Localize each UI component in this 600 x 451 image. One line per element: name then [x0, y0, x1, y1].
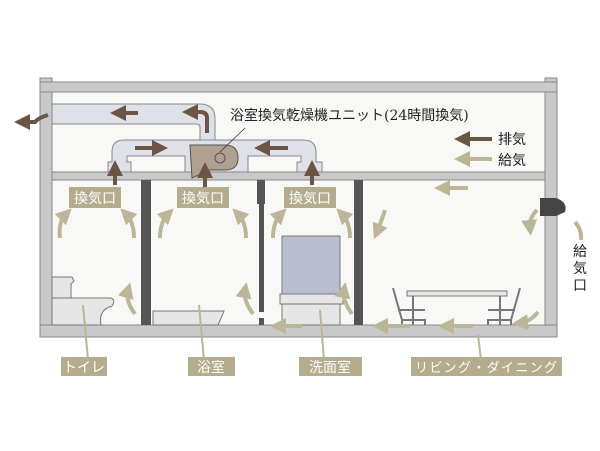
partition-wall [354, 180, 363, 325]
supply-arrow [512, 310, 540, 331]
exhaust-outlet-arrow [14, 113, 49, 130]
exhaust-arrow [182, 104, 209, 133]
room-label-washroom: 洗面室 [309, 359, 351, 376]
supply-vent-icon [540, 198, 566, 216]
partition-wall [141, 180, 151, 325]
partition-door [259, 318, 264, 325]
table-icon [406, 290, 508, 297]
svg-text:口: 口 [573, 278, 587, 294]
callout-line [219, 127, 246, 153]
room-labels: トイレ 浴室 洗面室 リビング・ダイニング [61, 357, 562, 376]
room-label-toilet: トイレ [63, 360, 105, 376]
supply-arrow [232, 208, 250, 239]
vent-label: 換気口 [182, 191, 224, 207]
room-label-living-dining: リビング・ダイニング [415, 361, 557, 376]
supply-arrow [156, 208, 174, 239]
supply-arrow [372, 209, 388, 240]
roof-slab [39, 81, 558, 93]
legend-supply-label: 給気 [498, 153, 526, 169]
supply-arrow [54, 208, 72, 239]
mirror-icon [281, 235, 341, 295]
vanity-cabinet-icon [281, 303, 341, 326]
vent-label: 換気口 [74, 191, 116, 207]
supply-arrow [573, 220, 584, 241]
partitions [141, 180, 363, 325]
supply-arrow [120, 208, 138, 239]
room-leader-lines [82, 304, 482, 361]
building-structure [39, 77, 558, 338]
supply-arrow [235, 282, 255, 316]
supply-arrow [118, 282, 137, 316]
ceiling-slab [51, 171, 546, 181]
supply-arrow [269, 208, 287, 239]
vent-labels: 換気口 換気口 換気口 [69, 187, 336, 208]
partition-wall [257, 180, 265, 204]
room-label-bathroom: 浴室 [197, 359, 225, 376]
exhaust-arrows [14, 104, 492, 188]
svg-text:給: 給 [573, 244, 587, 260]
supply-arrows [54, 151, 584, 334]
legend-exhaust-label: 排気 [498, 132, 526, 148]
partition-door [259, 204, 264, 312]
bathtub-icon [152, 310, 225, 326]
chair-icon [487, 287, 521, 325]
vanity-counter-icon [279, 293, 344, 305]
unit-callout-title: 浴室換気乾燥機ユニット(24時間換気) [230, 107, 469, 124]
chair-icon [392, 287, 426, 325]
supply-inlet-label: 給 気 口 [573, 244, 587, 294]
supply-arrow [336, 208, 354, 239]
supply-arrow [521, 208, 539, 236]
svg-text:気: 気 [573, 261, 587, 277]
supply-arrow [334, 282, 354, 316]
vent-label: 換気口 [289, 191, 331, 207]
